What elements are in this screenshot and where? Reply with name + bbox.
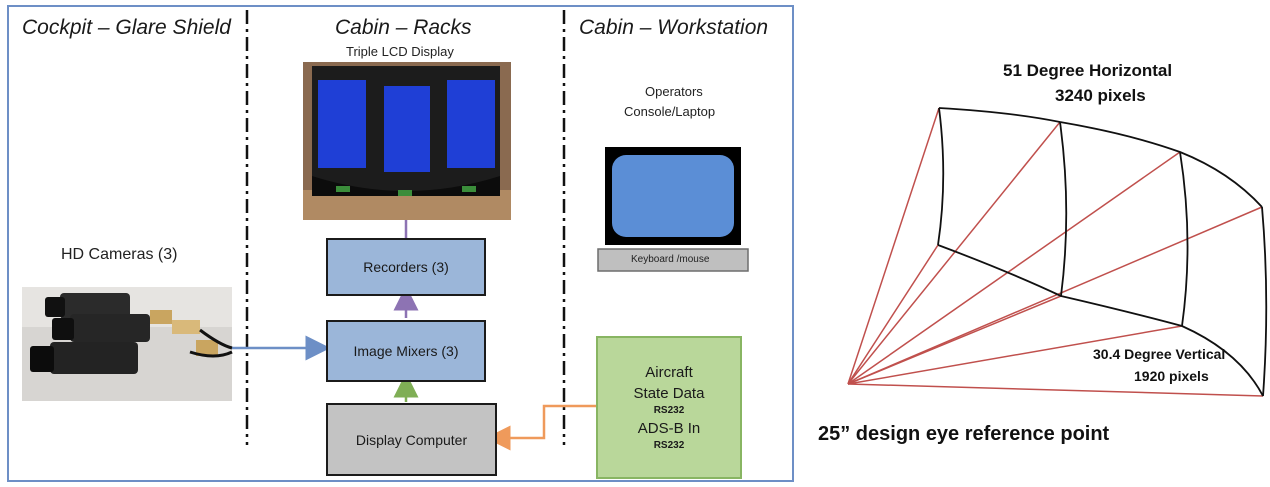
image-mixers-label: Image Mixers (3) [353, 343, 459, 359]
fov-vertical-degrees: 30.4 Degree Vertical [1093, 346, 1226, 362]
fov-diagram [847, 107, 1268, 397]
hd-cameras-image [22, 287, 233, 401]
recorders-label: Recorders (3) [363, 259, 449, 275]
operators-label-line2: Console/Laptop [624, 104, 716, 119]
design-eye-reference-label: 25” design eye reference point [818, 423, 1110, 445]
fov-horizontal-degrees: 51 Degree Horizontal [1003, 61, 1173, 80]
section-title-cockpit: Cockpit – Glare Shield [22, 16, 231, 39]
triple-lcd-label: Triple LCD Display [346, 44, 454, 59]
aircraft-line1: Aircraft [645, 364, 693, 381]
keyboard-label: Keyboard /mouse [631, 254, 710, 265]
aircraft-line2: State Data [633, 385, 705, 402]
fov-vertical-pixels: 1920 pixels [1134, 368, 1209, 384]
operators-label-line1: Operators [645, 84, 703, 99]
aircraft-line5: RS232 [653, 440, 685, 451]
image-mixers-box: Image Mixers (3) [326, 320, 486, 382]
section-title-workstation: Cabin – Workstation [579, 16, 769, 39]
hd-cameras-label: HD Cameras (3) [61, 246, 178, 263]
aircraft-data-box: Aircraft State Data RS232 ADS-B In RS232 [596, 336, 742, 479]
system-diagram-frame [7, 5, 794, 482]
section-title-racks: Cabin – Racks [335, 16, 472, 39]
laptop-illustration [597, 147, 749, 272]
display-computer-box: Display Computer [326, 403, 497, 476]
aircraft-line3: RS232 [653, 405, 685, 416]
recorders-box: Recorders (3) [326, 238, 486, 296]
fov-horizontal-pixels: 3240 pixels [1055, 86, 1146, 105]
display-computer-label: Display Computer [355, 431, 468, 448]
arrow-aircraft-to-computer [485, 404, 596, 451]
triple-lcd-display-image [303, 62, 511, 220]
aircraft-line4: ADS-B In [637, 420, 701, 437]
